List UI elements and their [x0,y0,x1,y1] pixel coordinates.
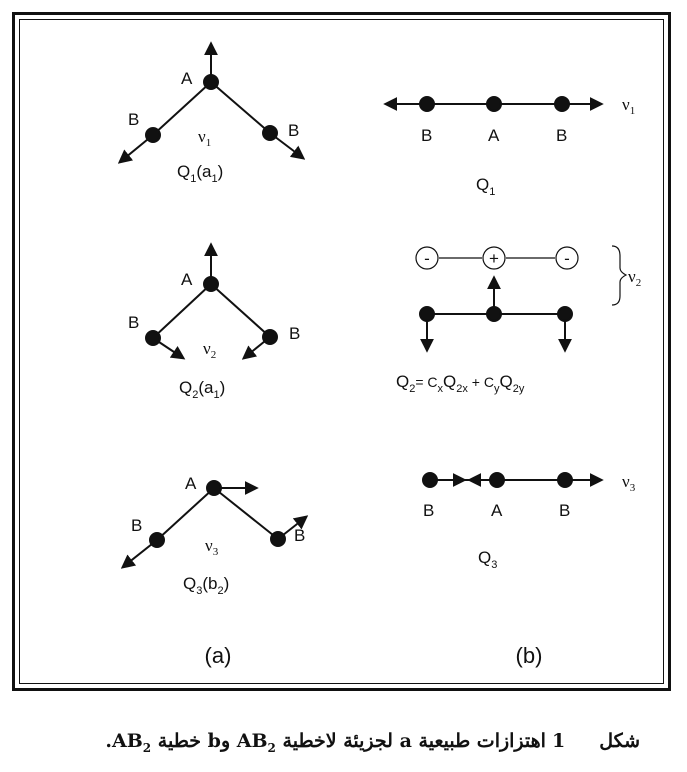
linear-3-label-a: A [491,501,503,520]
linear-2-atom-b-right [557,306,573,322]
caption-end: . [105,730,112,752]
linear-1-label-b-left: B [421,126,432,145]
linear-3-atom-b-left [422,472,438,488]
caption-text-2: وb خطية AB [111,730,237,752]
panel-label-b: (b) [516,643,543,668]
caption-number: 1 [551,730,566,752]
panel-label-a: (a) [205,643,232,668]
charge-sign-left: - [424,249,430,268]
vibration-diagram: A B B ν1 Q1(a1) A B B ν2 Q2(a1) A B B ν3… [117,41,641,668]
bent-1-label-b-left: B [128,110,139,129]
bent-3-label-b-right: B [294,526,305,545]
linear-2-atom-b-left [419,306,435,322]
linear-1-label-b-right: B [556,126,567,145]
bent-3-mode-label: ν3 [205,536,219,558]
linear-mode-2-charges [415,246,579,270]
bent-1-atom-b-right [262,125,278,141]
linear-mode-1-molecule [383,96,604,112]
bent-mode-3-molecule [120,480,309,569]
figure-frame-inner [19,19,664,684]
bent-3-label-a: A [185,474,197,493]
charge-circle-center [482,246,506,270]
bent-2-atom-b-left [145,330,161,346]
linear-3-mode-label: ν3 [622,472,636,494]
bent-mode-2-molecule [145,242,278,360]
charge-sign-center: + [489,249,499,268]
caption-sub-1: 2 [267,740,276,755]
bent-1-mode-label: ν1 [198,127,211,149]
bent-3-label-b-left: B [131,516,142,535]
linear-1-atom-b-left [419,96,435,112]
caption-text-1: اهتزازات طبيعية a لجزيئة لاخطية AB [236,730,546,752]
linear-1-mode-label: ν1 [622,95,635,117]
bent-3-symmetry-label: Q3(b2) [183,574,229,597]
linear-mode-3-molecule [422,472,604,488]
figure-caption: شكل1اهتزازات طبيعية a لجزيئة لاخطية AB2 … [60,730,640,755]
linear-3-label-b-right: B [559,501,570,520]
bent-2-mode-label: ν2 [203,339,216,361]
charge-sign-right: - [564,249,570,268]
linear-2-bracket [611,245,628,306]
bent-2-atom-a [203,276,219,292]
caption-word: شكل [599,730,640,752]
bent-2-label-a: A [181,270,193,289]
figure-frame-outer [12,12,671,691]
bent-1-symmetry-label: Q1(a1) [177,162,223,185]
bent-2-atom-b-right [262,329,278,345]
linear-3-label-b-left: B [423,501,434,520]
linear-2-mode-label: ν2 [628,267,641,289]
bent-3-atom-a [206,480,222,496]
linear-3-coord-label: Q3 [478,548,497,571]
linear-3-atom-b-right [557,472,573,488]
linear-2-formula: Q2= CxQ2x + CyQ2y [396,372,525,395]
linear-1-label-a: A [488,126,500,145]
bent-1-atom-b-left [145,127,161,143]
bent-3-atom-b-right [270,531,286,547]
bent-3-atom-b-left [149,532,165,548]
charge-circle-right [555,246,579,270]
bent-2-label-b-left: B [128,313,139,332]
linear-2-atom-a [486,306,502,322]
bent-1-label-a: A [181,69,193,88]
bent-1-label-b-right: B [288,121,299,140]
bent-1-atom-a [203,74,219,90]
linear-mode-2-molecule [419,275,573,353]
charge-circle-left [415,246,439,270]
caption-sub-2: 2 [142,740,152,755]
linear-3-atom-a [489,472,505,488]
bent-mode-1-molecule [117,41,306,164]
linear-1-atom-b-right [554,96,570,112]
bent-2-label-b-right: B [289,324,300,343]
linear-1-coord-label: Q1 [476,175,495,198]
linear-1-atom-a [486,96,502,112]
bent-2-symmetry-label: Q2(a1) [179,378,225,401]
